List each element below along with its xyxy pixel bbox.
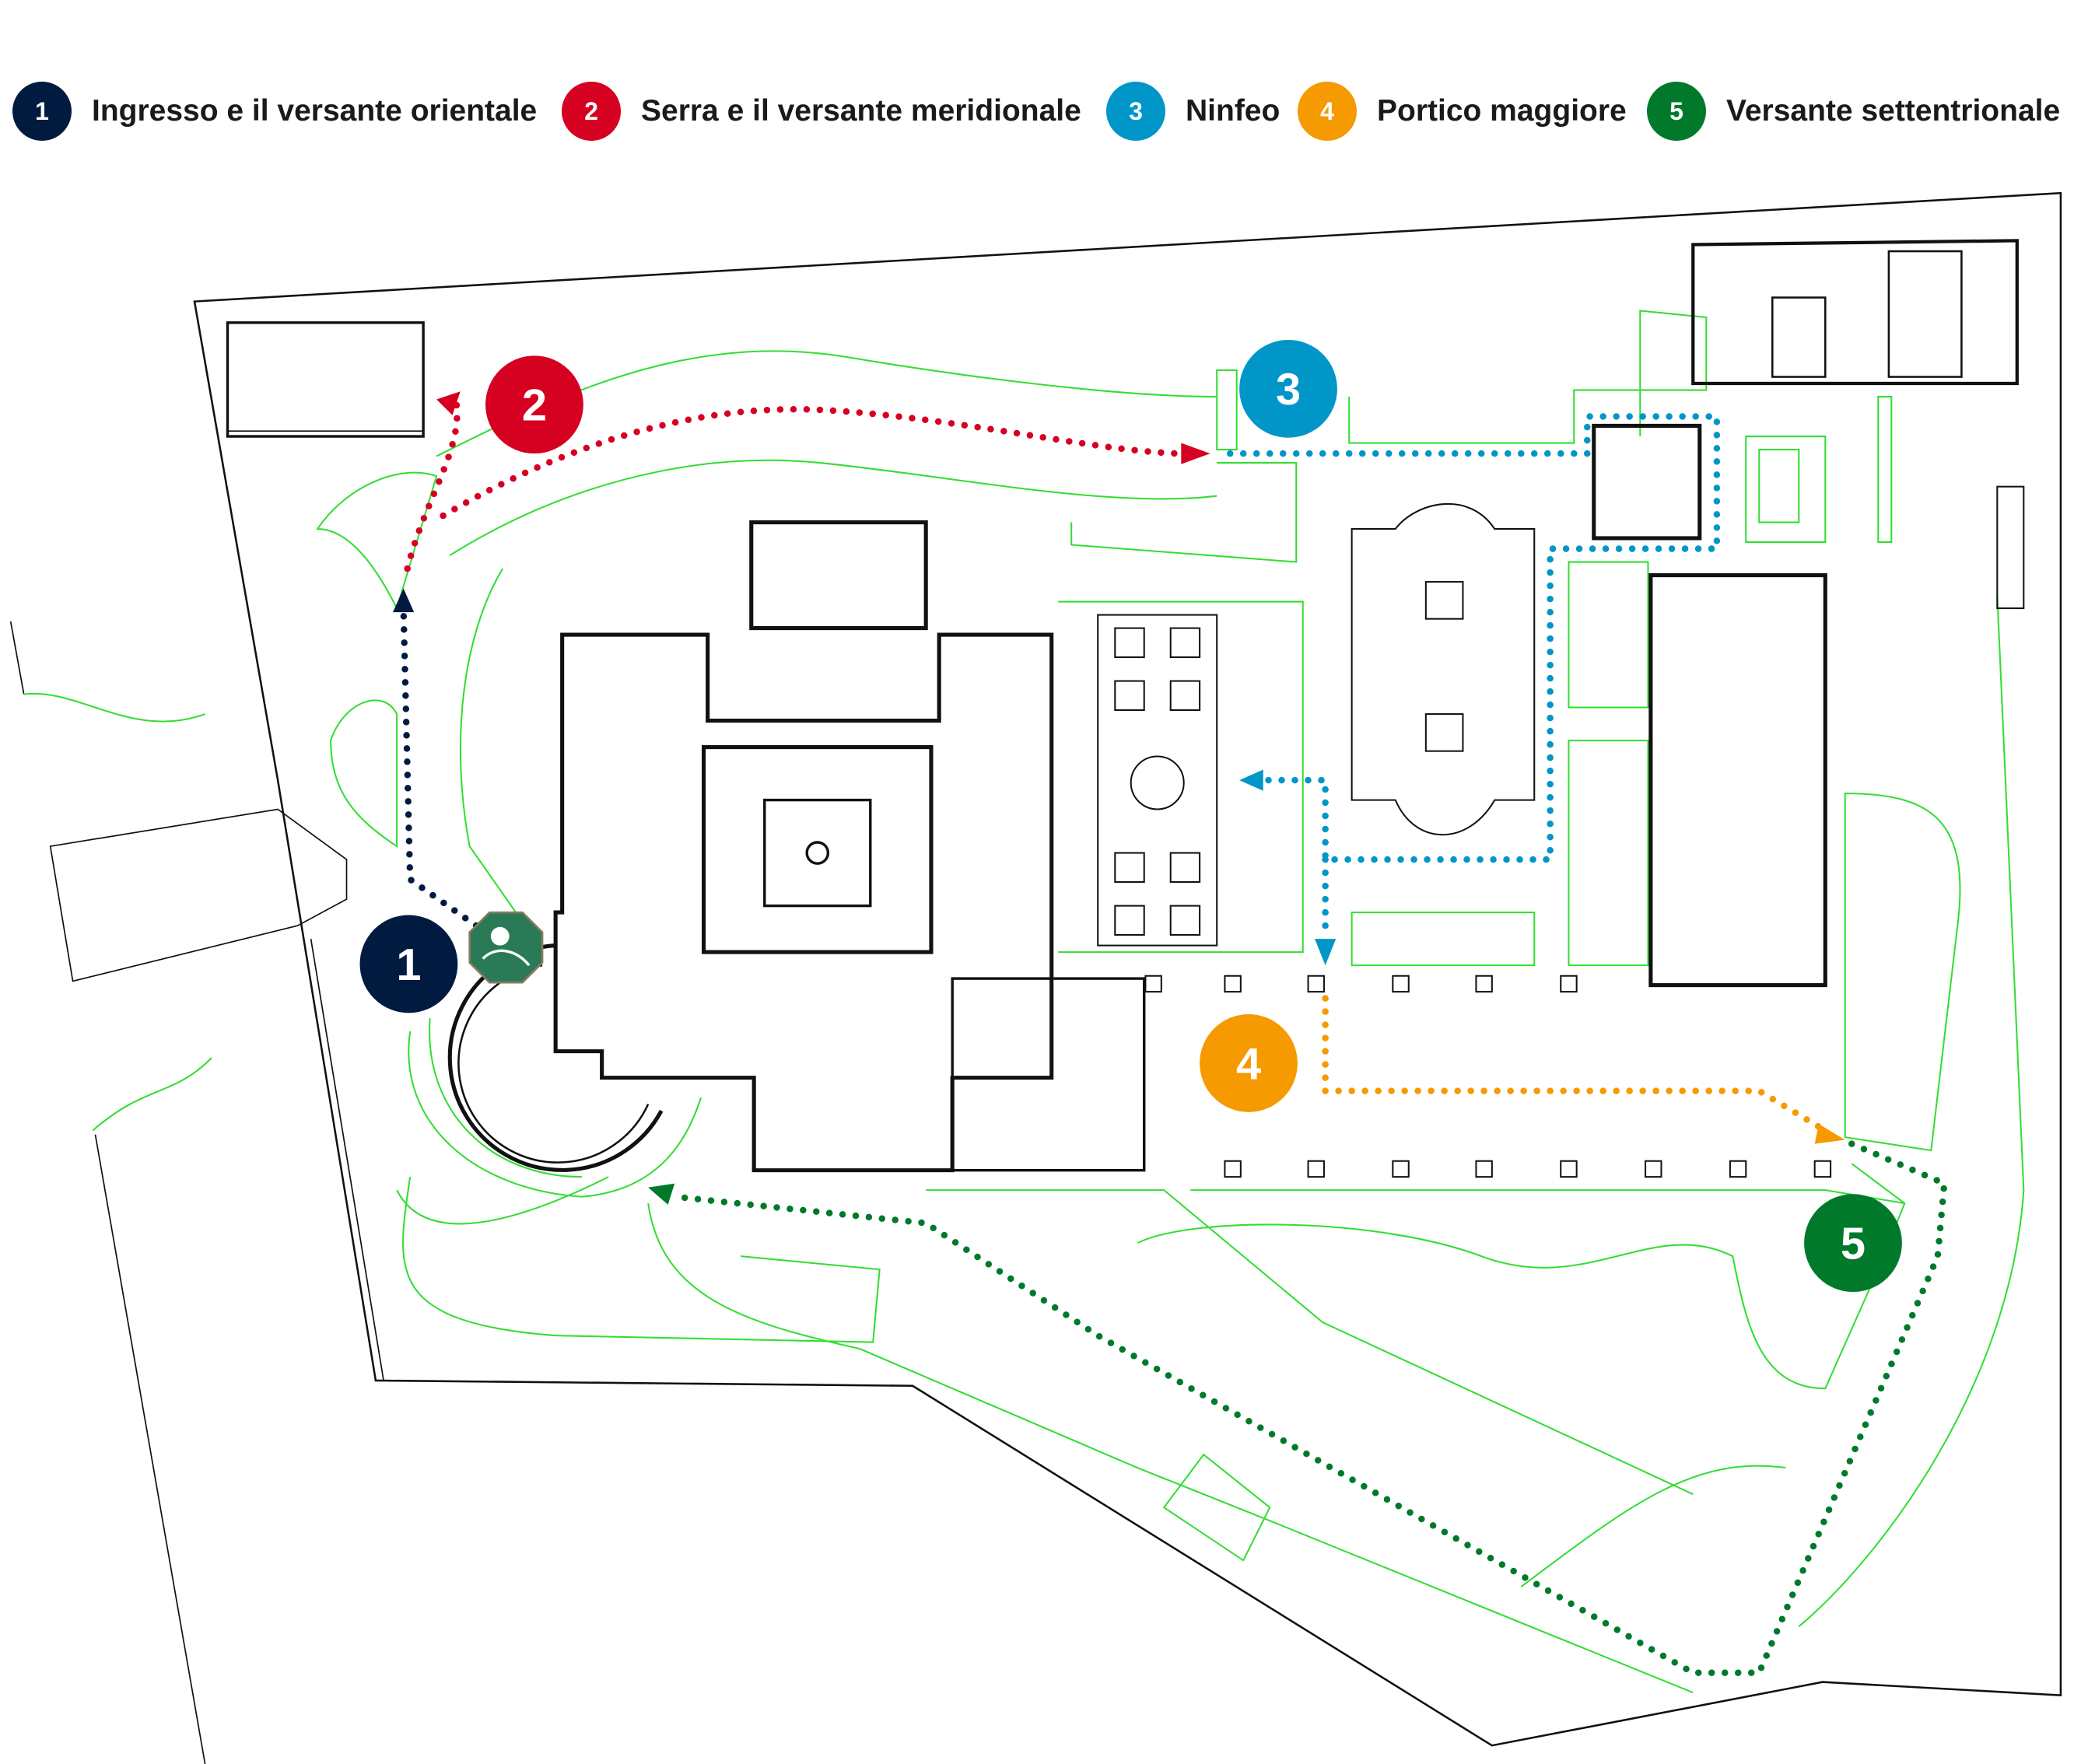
legend-item-5[interactable]: 5 Versante settentrionale [1647,82,2060,141]
legend-label-4: Portico maggiore [1377,94,1627,128]
map-marker-5[interactable]: 5 [1804,1194,1902,1293]
greenhouse [226,321,425,438]
route-arrowheads [393,391,1845,1205]
legend-label-5: Versante settentrionale [1726,94,2061,128]
boundary-southwest [94,1134,206,1764]
villa-building [447,239,2019,1173]
angel-emblem-icon [468,911,544,984]
route-badge-3: 3 [1106,82,1165,141]
map-marker-1[interactable]: 1 [359,915,458,1013]
entrance-road [49,808,348,982]
route-2-path[interactable] [404,400,1181,572]
legend-label-1: Ingresso e il versante orientale [92,94,538,128]
svg-text:5: 5 [1841,1220,1866,1269]
legend-item-3[interactable]: 3 Ninfeo [1106,82,1280,141]
route-3-path[interactable] [1226,413,1721,943]
svg-text:3: 3 [1276,365,1301,415]
boundary-west [9,621,25,695]
legend-label-3: Ninfeo [1186,94,1280,128]
svg-text:4: 4 [1236,1039,1261,1089]
route-5-path[interactable] [671,1140,1948,1676]
route-badge-1: 1 [12,82,72,141]
svg-text:2: 2 [522,381,547,431]
portico-columns [1144,975,1832,1178]
route-badge-2: 2 [562,82,621,141]
map-marker-3[interactable]: 3 [1239,339,1337,438]
map-marker-2[interactable]: 2 [485,355,583,454]
legend-item-1[interactable]: 1 Ingresso e il versante orientale [12,82,537,141]
garden-paths [23,310,2025,1694]
nymphaeum [1097,485,2025,947]
route-1-path[interactable] [400,604,480,929]
route-badge-4: 4 [1298,82,1357,141]
legend-label-2: Serra e il versante meridionale [641,94,1081,128]
legend-item-2[interactable]: 2 Serra e il versante meridionale [562,82,1081,141]
map-marker-4[interactable]: 4 [1200,1014,1298,1112]
svg-text:1: 1 [396,940,421,990]
route-badge-5: 5 [1647,82,1706,141]
legend-item-4[interactable]: 4 Portico maggiore [1298,82,1627,141]
property-boundary [193,191,2062,1747]
route-4-path[interactable] [1322,995,1829,1134]
route-legend: 1 Ingresso e il versante orientale 2 Ser… [0,0,2074,179]
